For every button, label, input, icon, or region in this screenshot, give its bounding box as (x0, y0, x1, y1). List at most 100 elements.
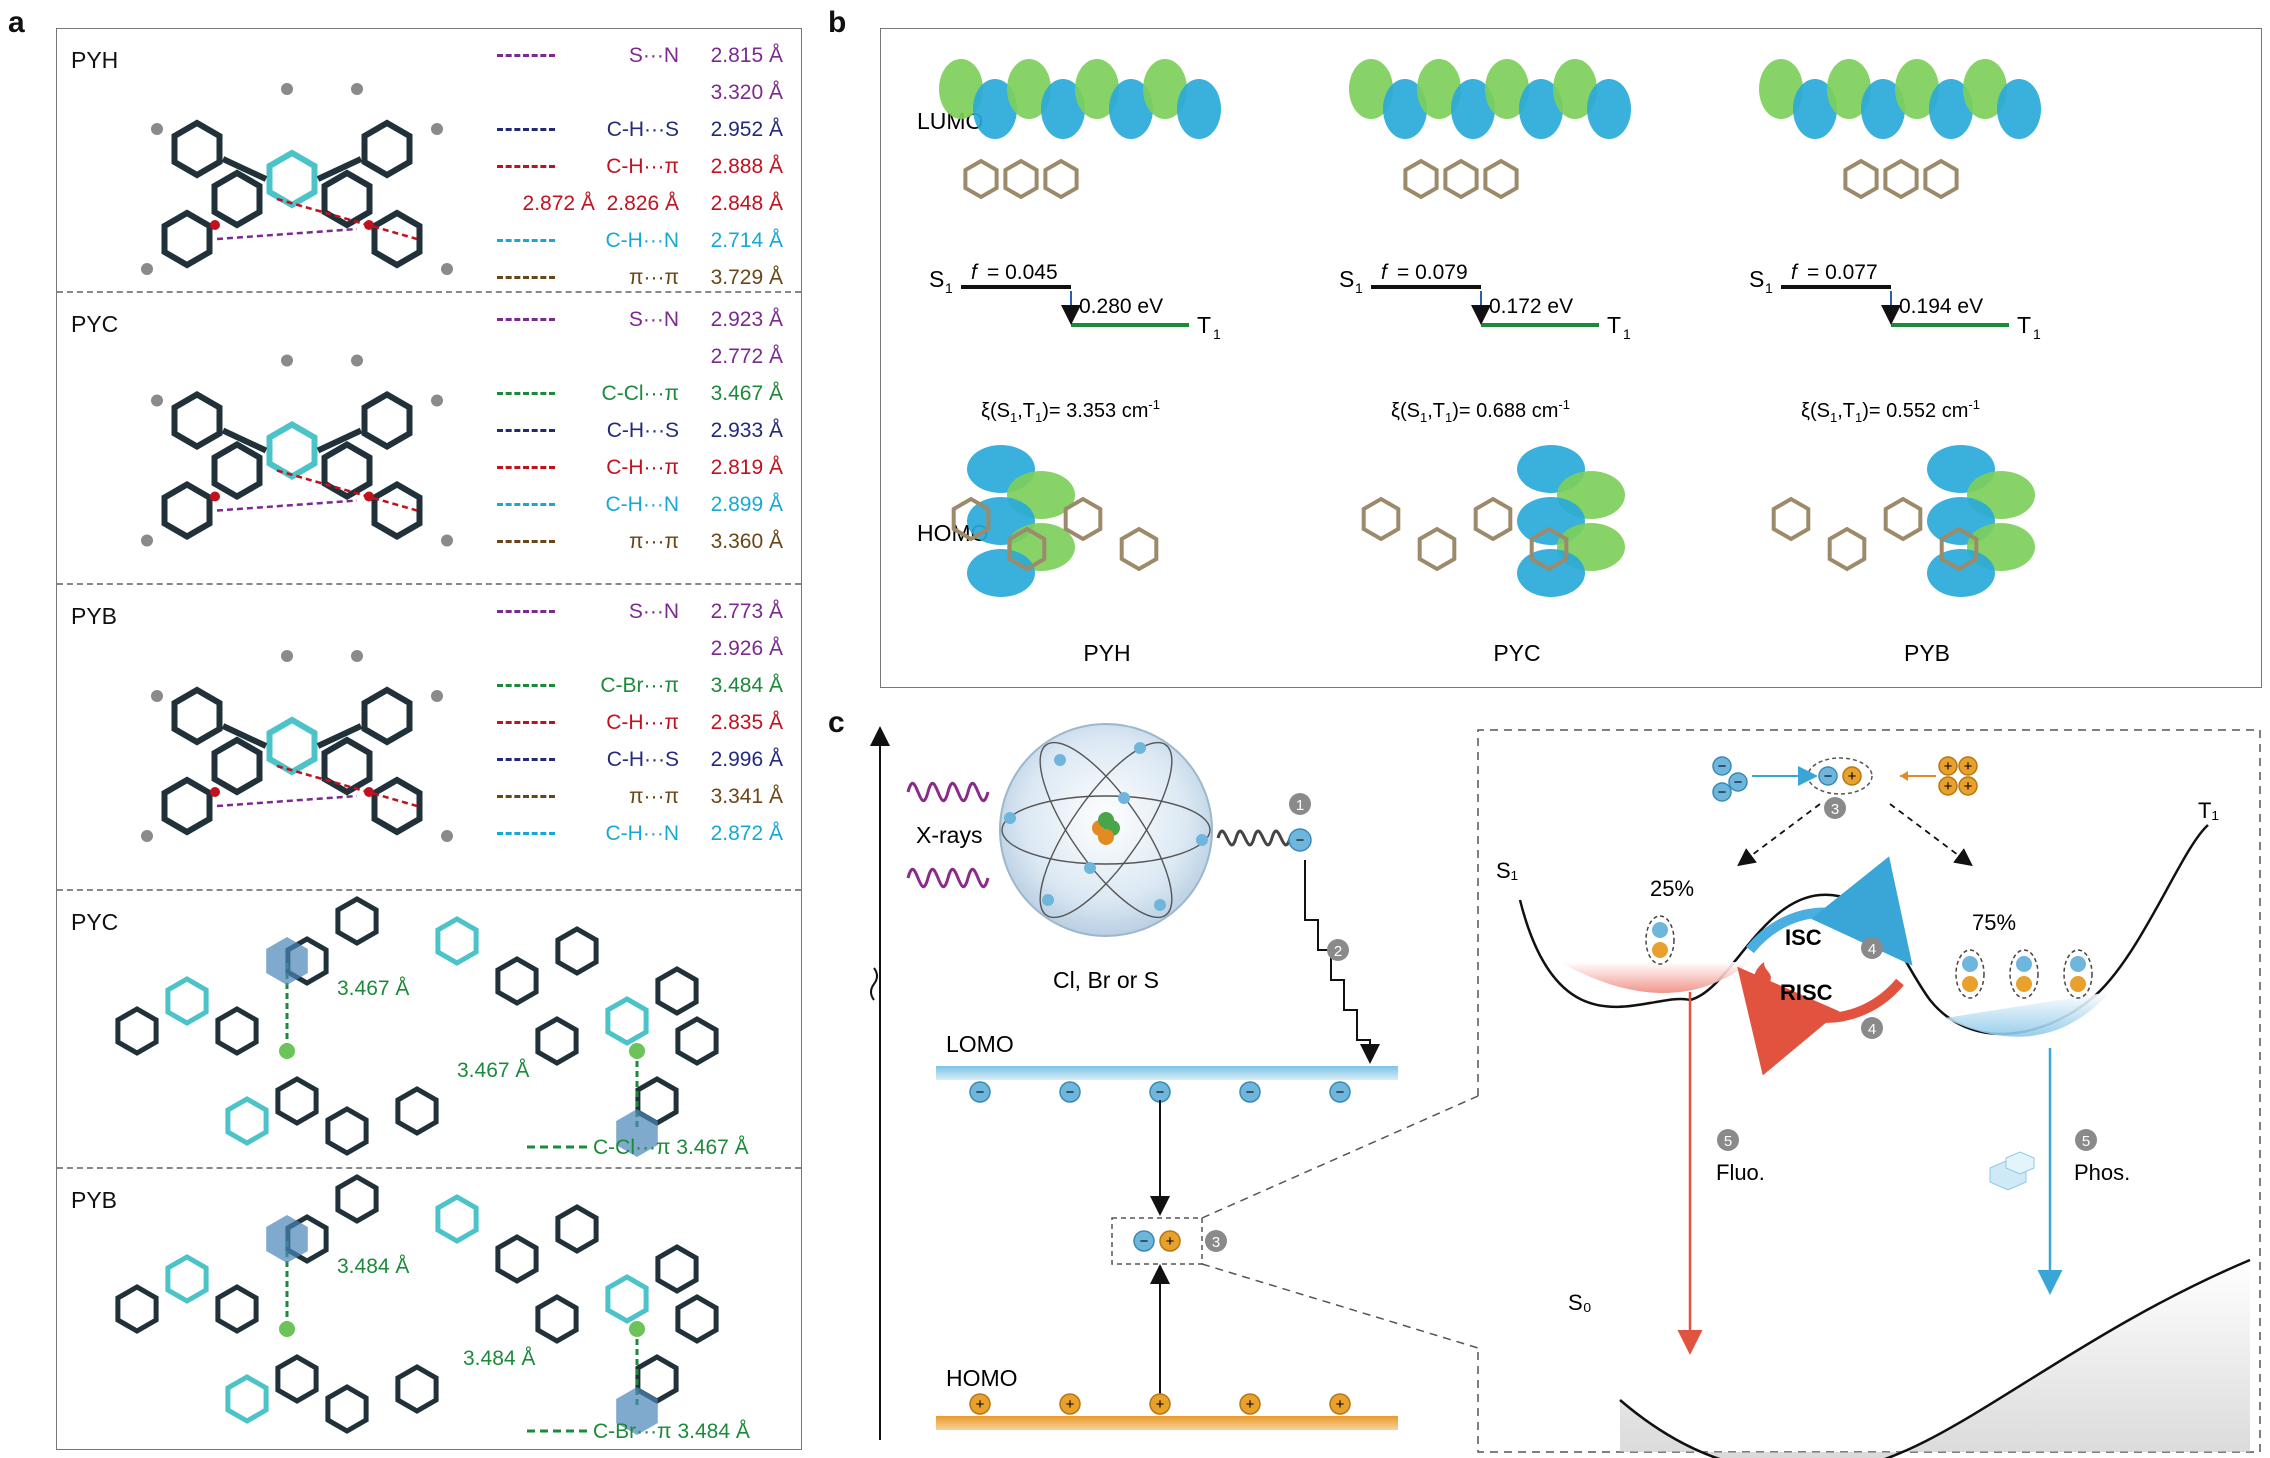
s1-level-label: S (1749, 266, 1764, 292)
oscillator-strength: = 0.045 (987, 261, 1058, 284)
subscript: 1 (1355, 280, 1363, 296)
svg-text:+: + (1246, 1396, 1255, 1413)
stack-legend-pyc: C-Cl···π 3.467 Å (593, 1136, 749, 1159)
section-title: PYH (71, 47, 119, 73)
interaction-distance: 2.773 Å (710, 599, 783, 623)
svg-text:4: 4 (1868, 941, 1876, 958)
interaction-distance: 2.923 Å (710, 307, 783, 331)
svg-text:1: 1 (1296, 797, 1304, 814)
oscillator-f: f (1791, 261, 1799, 284)
step-badge: 5 (1717, 1129, 1739, 1151)
interaction-label: S···N (628, 599, 679, 623)
crystal-molecule-pyh (141, 83, 453, 275)
electron-icon: − (1059, 1081, 1081, 1103)
stack-distance-1: 3.467 Å (337, 977, 409, 1000)
stack-title-pyb: PYB (71, 1187, 118, 1213)
ground-state-curve (1619, 1258, 2251, 1458)
interaction-distance: 2.772 Å (710, 344, 783, 368)
legend-dash (497, 758, 555, 761)
nucleus (1092, 812, 1120, 845)
interaction-distance: 2.872 Å (710, 821, 783, 845)
hole-icon: + (1159, 1230, 1181, 1252)
interaction-label: 2.872 Å 2.826 Å (522, 191, 679, 215)
fire-icon (1754, 962, 1771, 988)
interaction-row: 2.872 Å 2.826 Å 2.848 Å (489, 185, 783, 222)
svg-text:+: + (1336, 1396, 1345, 1413)
risc-label: RISC (1780, 980, 1833, 1005)
hole-icon: + (1938, 776, 1958, 796)
svg-text:−: − (1824, 768, 1833, 785)
legend-dash (497, 276, 555, 279)
svg-text:4: 4 (1868, 1021, 1876, 1038)
interaction-distance: 3.729 Å (710, 265, 783, 289)
electron-icon: − (1818, 766, 1838, 786)
interaction-label: C-H···π (606, 710, 679, 734)
atoms-label: Cl, Br or S (1053, 967, 1159, 993)
legend-dash (497, 91, 555, 94)
legend-dash (497, 503, 555, 506)
homo-band (936, 1416, 1398, 1430)
step-badge: 1 (1289, 793, 1311, 815)
lumo-orbital-3 (1759, 59, 2041, 200)
t1-label: T₁ (2198, 798, 2219, 823)
compound-name: PYB (1904, 640, 1950, 666)
interaction-label: π···π (629, 784, 679, 808)
svg-text:−: − (1246, 1084, 1255, 1101)
electron-icon: − (1133, 1230, 1155, 1252)
lomo-label: LOMO (946, 1031, 1014, 1057)
interaction-distance: 2.952 Å (710, 117, 783, 141)
t1-level-label: T (1197, 312, 1211, 338)
stack-molecules-pyb: 3.484 Å 3.484 Å C-Br···π 3.484 Å (115, 1174, 750, 1443)
panel-letter-a: a (8, 6, 25, 39)
subscript: 1 (2033, 326, 2041, 342)
svg-text:3: 3 (1212, 1234, 1220, 1251)
t1-level-label: T (2017, 312, 2031, 338)
svg-text:+: + (976, 1396, 985, 1413)
subscript: 1 (1623, 326, 1631, 342)
hole-icon: + (1149, 1393, 1171, 1415)
svg-text:+: + (1848, 768, 1857, 785)
step-badge: 4 (1861, 937, 1883, 959)
interaction-distance: 2.899 Å (710, 492, 783, 516)
subscript: 1 (945, 280, 953, 296)
interaction-label: C-H···S (606, 747, 679, 771)
stack-title-pyc: PYC (71, 909, 119, 935)
interaction-distance: 2.835 Å (710, 710, 783, 734)
crystal-molecule-pyc (141, 354, 453, 547)
homo-orbital-3 (1771, 445, 2035, 597)
interaction-label: C-H···S (606, 418, 679, 442)
interaction-label: C-H···N (605, 228, 679, 252)
phos-label: Phos. (2074, 1160, 2130, 1185)
interaction-distance: 2.848 Å (710, 191, 783, 215)
stack-distance-2: 3.467 Å (457, 1059, 529, 1082)
svg-text:−: − (1296, 832, 1305, 849)
interaction-distance: 2.888 Å (710, 154, 783, 178)
fluo-label: Fluo. (1716, 1160, 1765, 1185)
exciton-box (1111, 1217, 1203, 1265)
t1-level-label: T (1607, 312, 1621, 338)
panel-letter-b: b (828, 6, 847, 39)
svg-text:−: − (1156, 1084, 1165, 1101)
soc-value: ξ(S1,T1)= 0.688 cm-1 (1391, 397, 1570, 425)
triplet-percent: 75% (1972, 910, 2016, 935)
legend-dash (497, 392, 555, 395)
legend-dash (497, 832, 555, 835)
interaction-label: C-Cl···π (601, 381, 679, 405)
stack-section-pyb: PYB 3.484 Å 3.484 Å C-Br···π 3.484 Å (57, 1167, 801, 1451)
svg-text:3: 3 (1831, 801, 1839, 818)
electron-icon: − (1149, 1081, 1171, 1103)
step-badge: 2 (1327, 939, 1349, 961)
singlet-percent: 25% (1650, 876, 1694, 901)
